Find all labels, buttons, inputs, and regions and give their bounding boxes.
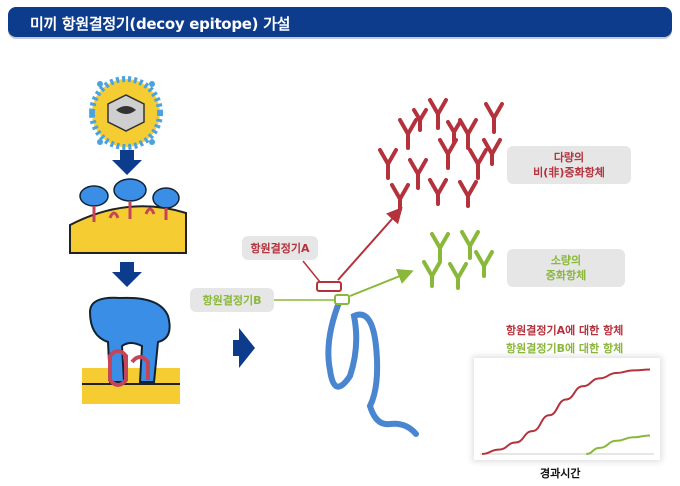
- virus-particle-icon: [89, 76, 163, 150]
- neutralizing-line1: 소량의: [550, 254, 582, 267]
- chart-svg: [480, 368, 654, 455]
- neutralizing-line2: 중화항체: [545, 269, 587, 282]
- nonneutralizing-line1: 다량의: [553, 151, 585, 164]
- epitope-a-connector: [302, 260, 321, 283]
- nonneutralizing-label: 다량의 비(非)중화항체: [507, 146, 631, 184]
- right-arrow-icon: [233, 328, 255, 368]
- x-axis-label: 경과시간: [540, 467, 581, 480]
- epitope-b-label: 항원결정기B: [190, 288, 274, 312]
- neutralizing-label: 소량의 중화항체: [507, 249, 625, 287]
- antigen-chain-icon: [325, 297, 419, 437]
- membrane-proteins-icon: [69, 178, 187, 254]
- legend-series-a: 항원결정기A에 대한 항체: [506, 324, 624, 337]
- legend-series-b: 항원결정기B에 대한 항체: [506, 342, 624, 355]
- down-arrow-icon-2: [112, 262, 142, 287]
- chart-series-line-0: [481, 368, 651, 455]
- epitope-b-marker: [334, 294, 350, 305]
- down-arrow-icon: [112, 150, 142, 175]
- red-antibody-cluster-icon: [378, 98, 504, 211]
- title-bar: 미끼 항원결정기(decoy epitope) 가설: [8, 7, 672, 37]
- arrow-to-nonneutralizing: [337, 207, 403, 281]
- epitope-a-marker: [316, 281, 342, 292]
- green-antibody-cluster-icon: [422, 230, 494, 290]
- antibody-chart: [474, 358, 660, 460]
- chart-series-line-1: [586, 434, 651, 455]
- nonneutralizing-line2: 비(非)중화항체: [533, 166, 605, 179]
- page-title: 미끼 항원결정기(decoy epitope) 가설: [30, 15, 291, 33]
- epitope-a-text: 항원결정기A: [250, 242, 310, 255]
- epitope-a-label: 항원결정기A: [242, 236, 318, 260]
- epitope-b-text: 항원결정기B: [202, 294, 262, 307]
- arrow-to-neutralizing: [349, 269, 414, 297]
- zoomed-protein-icon: [82, 292, 180, 404]
